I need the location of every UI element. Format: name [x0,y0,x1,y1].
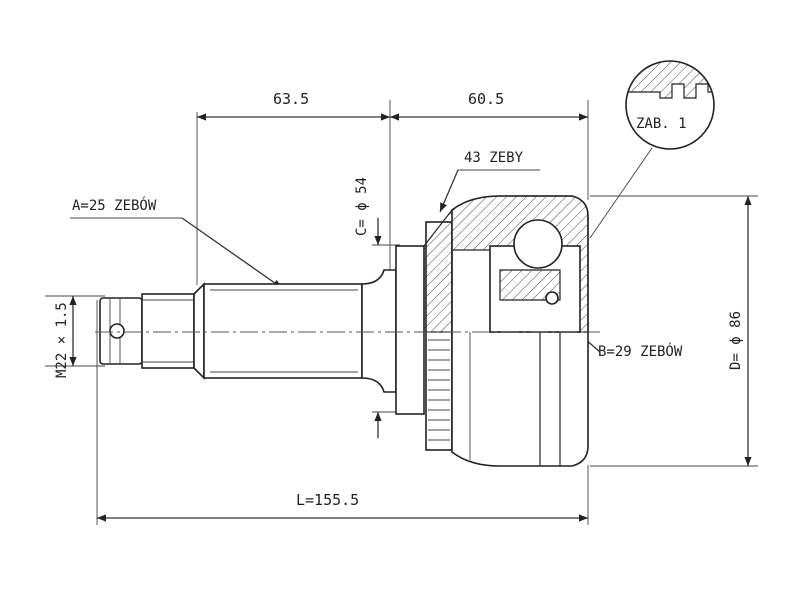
dim-60-5: 60.5 [468,90,504,108]
drive-shaft [99,269,397,393]
joint-ball [513,219,563,269]
split-pin-hole [109,323,125,339]
diameter-c-label: C= ϕ 54 [354,177,370,236]
teeth-ring-label: 43 ZEBY [464,150,524,166]
outer-joint-housing [395,195,589,467]
dimension-lines [69,113,752,522]
diameter-d-label: D= ϕ 86 [728,311,744,370]
spline-a-label: A=25 ZEBÓW [72,196,157,214]
total-length-label: L=155.5 [296,491,359,509]
abs-ring-teeth [428,339,450,441]
spline-b-label: B=29 ZEBÓW [598,342,683,360]
detail-view-zab1: ZAB. 1 [625,60,715,150]
thread-label: M22 × 1.5 [54,302,70,378]
dim-63-5: 63.5 [273,90,309,108]
retaining-clip [545,291,559,305]
detail-label: ZAB. 1 [636,116,687,132]
